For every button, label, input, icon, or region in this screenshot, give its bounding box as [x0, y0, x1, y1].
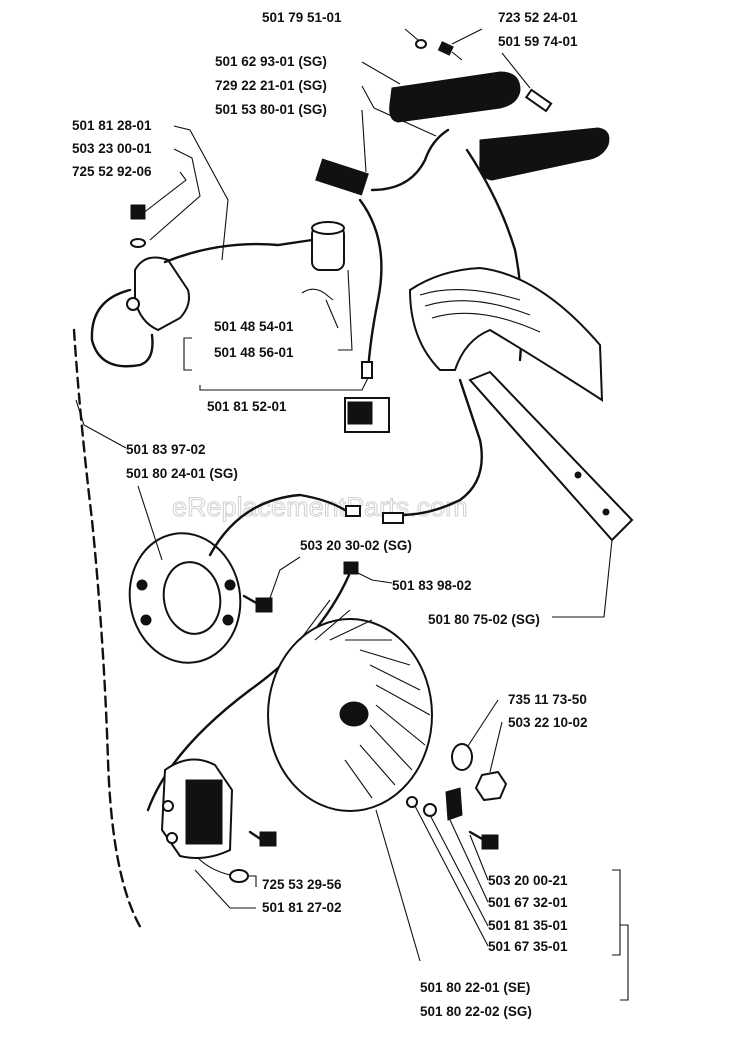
ground-terminal: [229, 869, 249, 883]
label-501-80-75-02: 501 80 75-02 (SG): [428, 612, 540, 627]
heater-element-lower: [479, 127, 610, 181]
lead-terminal: [343, 561, 359, 575]
stator-screw: [242, 594, 273, 613]
label-503-22-10-02: 503 22 10-02: [508, 715, 588, 730]
label-501-48-54-01: 501 48 54-01: [214, 319, 294, 334]
switch-connector: [315, 158, 369, 196]
label-501-80-24-01: 501 80 24-01 (SG): [126, 466, 238, 481]
handlebar: [408, 266, 634, 542]
heater-element-upper: [389, 71, 521, 123]
label-725-52-92-06: 725 52 92-06: [72, 164, 152, 179]
wire-heater-1: [370, 128, 450, 192]
label-501-59-74-01: 501 59 74-01: [498, 34, 578, 49]
module-screw: [248, 830, 277, 847]
label-503-20-30-02: 503 20 30-02 (SG): [300, 538, 412, 553]
label-501-62-93-01: 501 62 93-01 (SG): [215, 54, 327, 69]
ground-wire: [197, 857, 231, 876]
small-washer-top: [415, 39, 427, 49]
label-501-83-97-02: 501 83 97-02: [126, 442, 206, 457]
label-503-23-00-01: 503 23 00-01: [72, 141, 152, 156]
stator-terminal: [345, 505, 361, 517]
small-screw-top: [437, 41, 463, 61]
leader-lines: [75, 28, 629, 1001]
label-501-83-98-02: 501 83 98-02: [392, 578, 472, 593]
wire-heater-2: [358, 198, 383, 374]
label-729-22-21-01: 729 22 21-01 (SG): [215, 78, 327, 93]
stator-lead: [208, 493, 350, 557]
heater-terminal: [382, 512, 404, 524]
label-735-11-73-50: 735 11 73-50: [508, 692, 587, 707]
label-725-53-29-56: 725 53 29-56: [262, 877, 342, 892]
ground-loop: [90, 288, 154, 368]
label-501-79-51-01: 501 79 51-01: [262, 10, 342, 25]
label-501-81-52-01: 501 81 52-01: [207, 399, 287, 414]
flywheel-nut: [474, 770, 508, 802]
heater-pin: [524, 88, 553, 113]
part-labels: 501 79 51-01 723 52 24-01 501 59 74-01 5…: [72, 10, 588, 1019]
pawl-parts: [406, 787, 463, 821]
ignition-lead: [163, 238, 314, 264]
label-501-81-35-01: 501 81 35-01: [488, 918, 568, 933]
flywheel: [267, 599, 433, 812]
watermark: eReplacementParts.com: [172, 492, 468, 522]
rubber-boot: [311, 221, 345, 271]
label-501-80-22-02: 501 80 22-02 (SG): [420, 1004, 532, 1019]
label-501-80-22-01: 501 80 22-01 (SE): [420, 980, 530, 995]
label-723-52-24-01: 723 52 24-01: [498, 10, 578, 25]
screw-cap: [130, 204, 146, 248]
label-501-81-28-01: 501 81 28-01: [72, 118, 152, 133]
plug-cap: [126, 256, 190, 332]
label-503-20-00-21: 503 20 00-21: [488, 873, 568, 888]
label-501-81-27-02: 501 81 27-02: [262, 900, 342, 915]
label-501-67-32-01: 501 67 32-01: [488, 895, 568, 910]
clip-part: [301, 288, 334, 301]
label-501-48-56-01: 501 48 56-01: [214, 345, 294, 360]
ignition-module: [160, 758, 234, 859]
label-501-67-35-01: 501 67 35-01: [488, 939, 568, 954]
stop-switch: [344, 397, 390, 433]
heater-cable: [398, 378, 483, 517]
label-501-53-80-01: 501 53 80-01 (SG): [215, 102, 327, 117]
cable-left: [72, 328, 144, 932]
pawl-screw: [468, 830, 499, 850]
wire-terminal: [361, 361, 373, 379]
generator-stator: [128, 532, 242, 664]
washer: [451, 743, 473, 771]
